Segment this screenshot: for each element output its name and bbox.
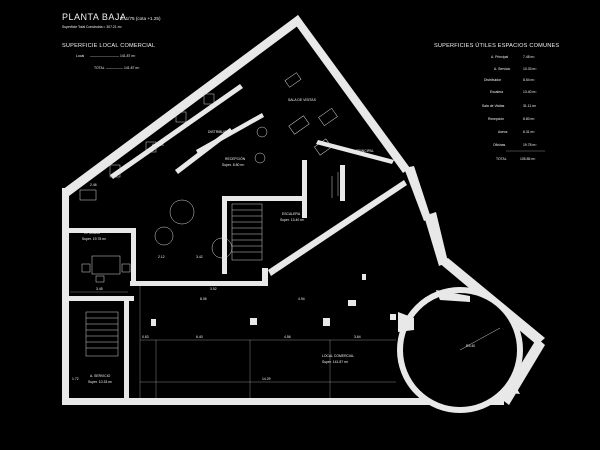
round-tower: R3.40 [397,287,523,413]
common-row-value: 19.78 m² [523,143,537,147]
room-label-escalera: ESCALERA [282,212,301,216]
stair-treads [85,172,339,357]
furniture [79,72,338,283]
dimension-label: 1.72 [72,377,79,381]
dimension-label: 3.45 [96,287,103,291]
common-row-value: 13.40 m² [523,90,537,94]
common-areas-table: A. Principal 7.48 m² A. Servicio 10.33 m… [482,55,545,161]
common-row-value: 8.54 m² [523,78,535,82]
room-label-a-principal: A. PRINCIPAL [352,149,374,153]
total-built-area: Superficie Total Construida = 307.21 m² [62,25,122,29]
interior-walls [64,84,407,401]
room-area-recepcion: Super. 8.80 m² [222,163,245,167]
room-label-recepcion: RECEPCIÓN [225,156,246,161]
dimension-label: 14.29 [262,377,271,381]
room-area-escalera: Super. 13.40 m² [280,218,305,222]
commercial-total-value: 141.87 m² [124,66,140,70]
dimension-label: 4.56 [284,335,291,339]
commercial-row-label: Local [76,54,84,58]
common-row-value: 7.48 m² [523,55,535,59]
common-row-label: Distribuidor [484,78,502,82]
room-area-a-servicio: Super. 10.33 m² [88,380,113,384]
common-row-label: Recepción [488,117,504,121]
dimension-label: 2.12 [158,255,165,259]
common-row-value: 10.33 m² [523,67,537,71]
common-row-label: A. Principal [491,55,508,59]
room-label-sala-visitas: SALA DE VISITAS [288,98,317,102]
room-label-distribuidor: DISTRIBUIDOR [208,130,233,134]
common-row-label: Sala de Visitas [482,104,505,108]
common-row-value: 31.11 m² [523,104,537,108]
plan-title: PLANTA BAJA [62,12,126,22]
common-row-label: Aseos [498,130,508,134]
common-row-label: A. Servicio [494,67,510,71]
room-label-aseos: ASEOS [152,143,164,147]
room-area-local-comercial: Super. 141.87 m² [322,360,349,364]
common-row-value: 8.80 m² [523,117,535,121]
commercial-heading: SUPERFICIE LOCAL COMERCIAL [62,43,155,49]
commercial-total-label: TOTAL [94,66,105,70]
common-row-value: 6.31 m² [523,130,535,134]
common-row-label: Oficinas [493,143,506,147]
dimension-label: 8.06 [200,297,207,301]
dimension-label: 2.46 [90,183,97,187]
room-label-oficinas: OFICINAS [84,231,101,235]
dimension-label: 3.42 [196,255,203,259]
dimension-label: 0.63 [142,335,149,339]
commercial-table: Local 141.87 m² TOTAL 141.87 m² [76,54,140,70]
plan-scale: E: 1/75 (cota +1.25) [120,16,161,21]
structural-columns [151,274,396,326]
dimension-label: 3.64 [354,335,361,339]
dimension-label: 6.40 [196,335,203,339]
dimension-label: 4.94 [298,297,305,301]
room-label-local-comercial: LOCAL COMERCIAL [322,354,354,358]
common-total-label: TOTAL [496,157,507,161]
common-areas-heading: SUPERFICIES ÚTILES ESPACIOS COMUNES [434,42,559,49]
common-total-value: 105.85 m² [520,157,536,161]
commercial-row-value: 141.87 m² [120,54,136,58]
tower-radius-label: R3.40 [466,344,475,348]
dimension-label: 3.52 [210,287,217,291]
exterior-walls [62,15,545,405]
dimension-lines [70,286,396,398]
common-row-label: Escalera [490,90,503,94]
room-label-a-servicio: A. SERVICIO [90,374,111,378]
room-area-oficinas: Super. 19.78 m² [82,237,107,241]
